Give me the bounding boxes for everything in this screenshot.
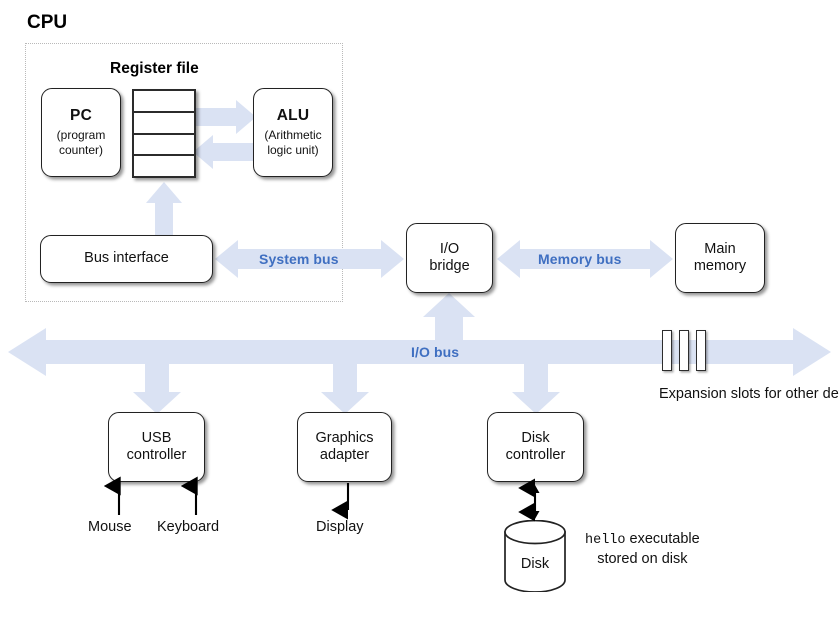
iobus-to-disk-arrow	[512, 364, 560, 414]
disk-arrow-down-head	[530, 511, 540, 519]
iobus-to-graphics-arrow	[321, 364, 369, 414]
main-memory-line2: memory	[693, 258, 747, 274]
graphics-adapter-block[interactable]: Graphics adapter	[297, 412, 392, 482]
bus-interface-title: Bus interface	[84, 250, 169, 267]
expansion-annotation-line2: other devices such as	[785, 386, 839, 402]
expansion-slot-3[interactable]	[696, 330, 706, 371]
io-bus-label: I/O bus	[411, 344, 460, 360]
system-bus-label: System bus	[259, 251, 339, 267]
main-memory-block[interactable]: Main memory	[675, 223, 765, 293]
disk-cylinder-shape	[504, 519, 566, 593]
disk-arrow-up-head	[530, 485, 540, 493]
cpu-region-boundary	[25, 43, 343, 302]
pc-title: PC	[70, 106, 92, 124]
io-bridge-line2: bridge	[429, 258, 470, 274]
register-file-label: Register file	[110, 60, 199, 77]
usb-controller-line1: USB	[141, 429, 172, 446]
main-memory-line1: Main	[704, 240, 736, 257]
register-row	[134, 91, 194, 113]
pc-sub-line2: counter)	[58, 143, 104, 158]
alu-sub-line2: logic unit)	[267, 143, 319, 158]
alu-block[interactable]: ALU (Arithmetic logic unit)	[253, 88, 333, 177]
hello-mono-text: hello	[585, 533, 626, 548]
io-bridge-line1: I/O	[439, 240, 460, 257]
disk-controller-line2: controller	[505, 447, 566, 463]
register-row	[134, 135, 194, 157]
display-label: Display	[316, 519, 364, 535]
register-row	[134, 156, 194, 176]
hello-rest-text: executable	[625, 531, 700, 547]
register-file-block[interactable]	[132, 89, 196, 178]
disk-label: Disk	[520, 556, 550, 572]
alu-sub-line1: (Arithmetic	[264, 128, 322, 143]
bus-interface-block[interactable]: Bus interface	[40, 235, 213, 283]
io-bridge-block[interactable]: I/O bridge	[406, 223, 493, 293]
graphics-adapter-line2: adapter	[319, 447, 370, 463]
register-row	[134, 113, 194, 135]
disk-block[interactable]: Disk	[503, 519, 567, 593]
disk-controller-block[interactable]: Disk controller	[487, 412, 584, 482]
hello-line2-text: stored on disk	[597, 550, 688, 567]
expansion-slot-1[interactable]	[662, 330, 672, 371]
iobus-to-usb-arrow	[133, 364, 181, 414]
usb-controller-block[interactable]: USB controller	[108, 412, 205, 482]
expansion-slot-2[interactable]	[679, 330, 689, 371]
expansion-annotation-line1: Expansion slots for	[659, 386, 782, 402]
graphics-adapter-line1: Graphics	[315, 429, 374, 446]
keyboard-label: Keyboard	[157, 519, 220, 535]
cpu-label: CPU	[27, 12, 68, 33]
usb-controller-line2: controller	[126, 447, 187, 463]
disk-controller-line1: Disk	[521, 429, 550, 446]
mouse-label: Mouse	[88, 519, 132, 535]
pc-sub-line1: (program	[56, 128, 106, 143]
memory-bus-label: Memory bus	[538, 251, 622, 267]
expansion-slots-annotation: Expansion slots for other devices such a…	[659, 385, 839, 404]
pc-block[interactable]: PC (program counter)	[41, 88, 121, 177]
hello-executable-annotation: hello executable stored on disk	[585, 530, 700, 569]
alu-title: ALU	[276, 106, 310, 124]
